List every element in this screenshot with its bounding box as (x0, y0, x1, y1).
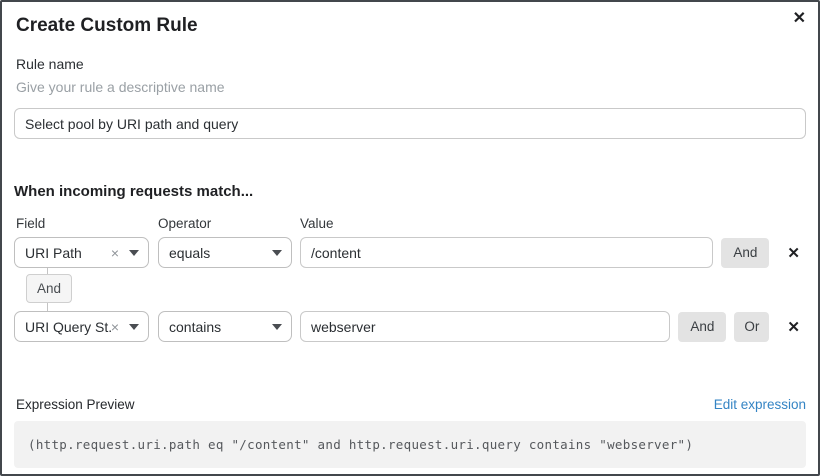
match-row-2: URI Query St... × contains And Or ✕ (14, 311, 806, 342)
value-input-row1[interactable] (300, 237, 714, 268)
edit-expression-link[interactable]: Edit expression (713, 397, 806, 412)
connector-line-bottom (47, 303, 48, 311)
rule-name-input[interactable] (14, 108, 806, 139)
chevron-down-icon (129, 323, 139, 330)
field-column-label: Field (16, 216, 46, 231)
field-select-row2-value: URI Query St... (25, 318, 111, 335)
clear-field-icon[interactable]: × (110, 318, 119, 335)
operator-column-label: Operator (158, 216, 212, 231)
and-button-row2[interactable]: And (678, 311, 727, 342)
dialog-title: Create Custom Rule (16, 15, 198, 36)
match-section-heading: When incoming requests match... (14, 183, 254, 200)
rule-name-label: Rule name (16, 56, 84, 72)
column-labels: Field Operator Value (16, 216, 806, 231)
expression-preview-header: Expression Preview Edit expression (16, 397, 806, 412)
operator-select-row1-value: equals (169, 244, 211, 261)
field-select-row2[interactable]: URI Query St... × (14, 311, 149, 342)
connector-and-chip[interactable]: And (26, 274, 73, 303)
operator-select-row1[interactable]: equals (158, 237, 292, 268)
field-select-row1[interactable]: URI Path × (14, 237, 149, 268)
chevron-down-icon (129, 249, 139, 256)
chevron-down-icon (272, 249, 282, 256)
delete-row2-icon[interactable]: ✕ (787, 318, 800, 336)
match-row-1: URI Path × equals And ✕ (14, 237, 806, 268)
delete-row1-icon[interactable]: ✕ (787, 244, 800, 262)
chevron-down-icon (272, 323, 282, 330)
operator-select-row2-value: contains (169, 318, 222, 335)
value-input-row2[interactable] (300, 311, 671, 342)
row-connector: And (14, 268, 806, 311)
operator-select-row2[interactable]: contains (158, 311, 292, 342)
field-select-row1-value: URI Path (25, 244, 82, 261)
connector-line-top (47, 268, 48, 274)
and-button-row1[interactable]: And (721, 237, 770, 268)
expression-preview-label: Expression Preview (16, 397, 135, 412)
rule-name-help-text: Give your rule a descriptive name (16, 79, 225, 95)
close-icon[interactable]: ✕ (793, 8, 806, 30)
expression-code-block: (http.request.uri.path eq "/content" and… (14, 421, 806, 468)
value-column-label: Value (300, 216, 334, 231)
clear-field-icon[interactable]: × (110, 244, 119, 261)
or-button-row2[interactable]: Or (734, 311, 770, 342)
